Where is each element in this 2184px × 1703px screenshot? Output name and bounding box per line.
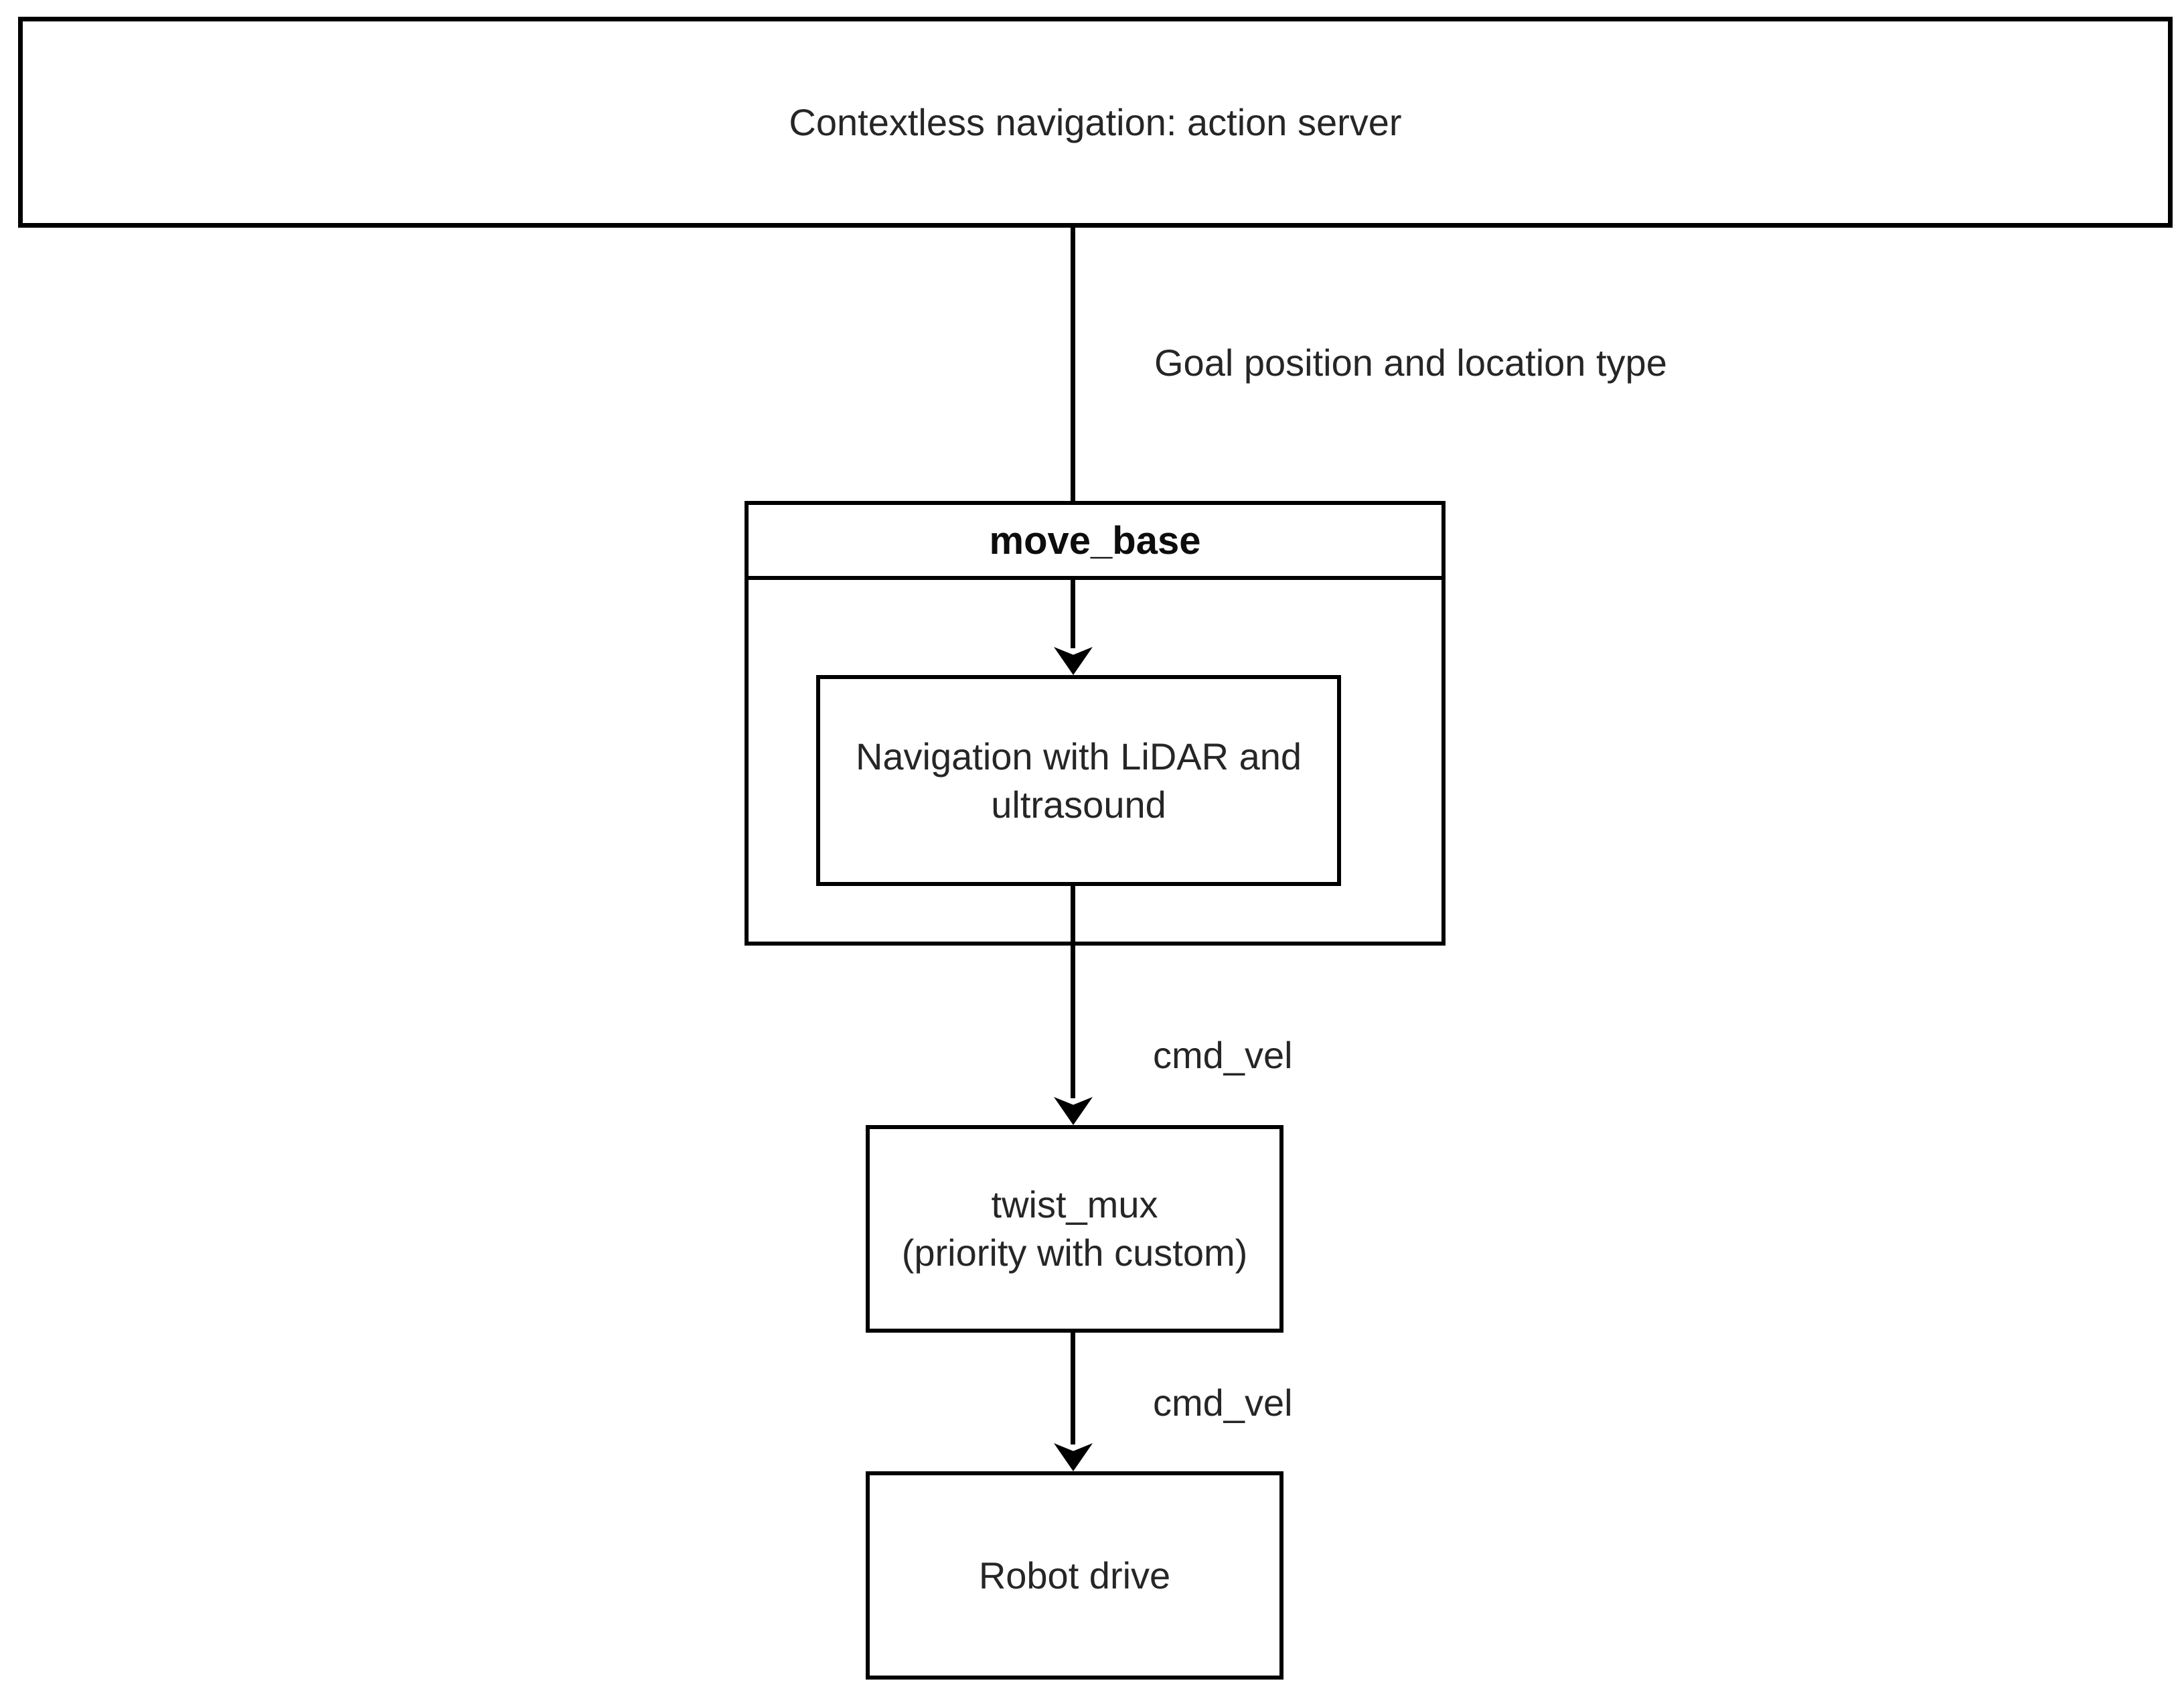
action-server-box: Contextless navigation: action server: [18, 17, 2173, 228]
twist-mux-label-line2: (priority with custom): [901, 1232, 1248, 1274]
navigation-label-line1: Navigation with LiDAR and: [855, 735, 1302, 778]
arrow-down-icon: [1054, 1097, 1093, 1125]
twist-mux-box: twist_mux (priority with custom): [866, 1125, 1283, 1333]
robot-drive-box: Robot drive: [866, 1471, 1283, 1680]
edge-cmdvel2-label: cmd_vel: [1153, 1382, 1293, 1424]
navigation-label-line2: ultrasound: [991, 783, 1166, 826]
arrow-down-icon: [1054, 1443, 1093, 1471]
navigation-box: Navigation with LiDAR and ultrasound: [816, 675, 1341, 886]
edge-cmdvel1-line: [1071, 886, 1075, 1098]
move-base-title: move_base: [989, 518, 1201, 563]
robot-drive-label: Robot drive: [978, 1554, 1171, 1597]
edge-cmdvel2-line: [1071, 1333, 1075, 1445]
edge-cmdvel1-label: cmd_vel: [1153, 1034, 1293, 1076]
edge-internal-line: [1071, 580, 1075, 648]
move-base-header: move_base: [749, 505, 1441, 580]
edge-goal-line: [1071, 226, 1075, 501]
edge-goal-label: Goal position and location type: [1154, 342, 1667, 384]
action-server-label: Contextless navigation: action server: [789, 100, 1402, 143]
twist-mux-label-line1: twist_mux: [991, 1183, 1158, 1226]
